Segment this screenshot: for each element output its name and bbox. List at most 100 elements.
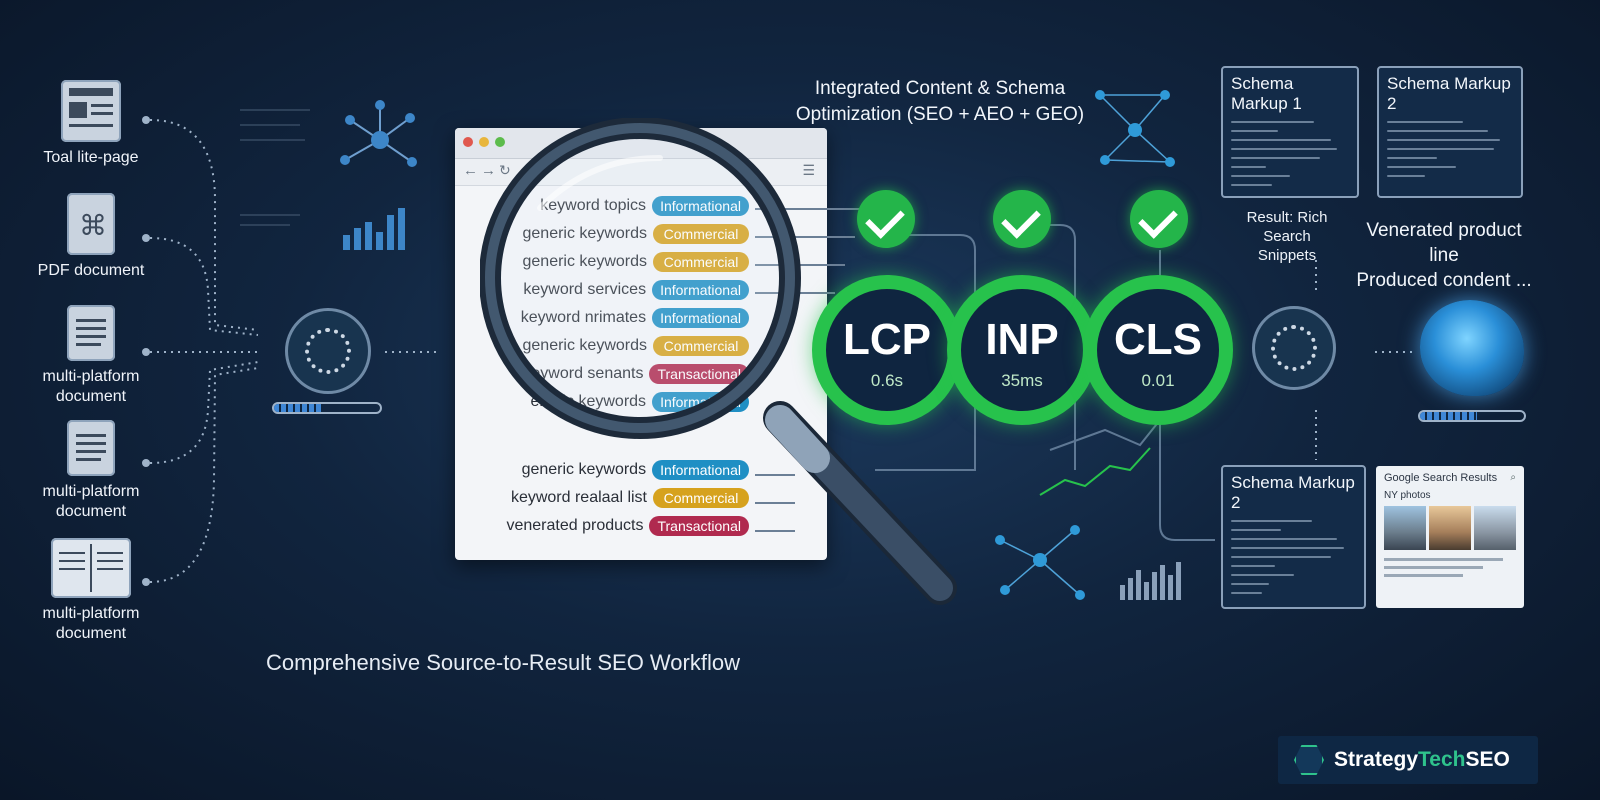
ai-processor-icon xyxy=(1252,306,1336,390)
intent-tag: Commercial xyxy=(653,224,749,244)
intent-tag: Informational xyxy=(652,280,749,300)
brain-icon xyxy=(1420,300,1524,396)
keyword-row: generic keywords Commercial xyxy=(523,250,749,274)
intent-tag: Commercial xyxy=(653,252,749,272)
heading-line-2: Optimization (SEO + AEO + GEO) xyxy=(795,104,1085,125)
intent-tag: Commercial xyxy=(653,336,749,356)
venerated-line-1: Venerated product line xyxy=(1366,220,1522,266)
schema-title: Schema Markup 1 xyxy=(1231,74,1302,113)
metric-inp: INP 35ms xyxy=(947,275,1097,425)
google-subtitle: NY photos xyxy=(1384,490,1431,501)
search-icon[interactable]: ⌕ xyxy=(1510,472,1516,483)
document-icon xyxy=(67,420,115,476)
keyword-row: keyword topics Informational xyxy=(540,194,749,218)
rich-snippets-label: Result: Rich Search Snippets xyxy=(1246,209,1328,264)
check-icon xyxy=(993,190,1051,248)
keyword-row: keyword services Informational xyxy=(523,278,749,302)
source-label: multi-platform document xyxy=(42,483,140,520)
keyword-text: generic keywords xyxy=(521,461,647,478)
optimization-heading: Integrated Content & Schema Optimization… xyxy=(795,76,1085,128)
webpage-icon xyxy=(61,80,121,142)
source-label: PDF document xyxy=(37,262,145,279)
keyword-text: generic keywords xyxy=(523,337,648,355)
close-dot[interactable] xyxy=(463,137,473,147)
source-label: multi-platform document xyxy=(42,605,140,642)
keyword-row: venerated products Transactional xyxy=(506,514,749,538)
schema-markup-2: Schema Markup 2 xyxy=(1377,66,1523,198)
source-label: Toal lite-page xyxy=(43,149,139,166)
metric-name: LCP xyxy=(843,315,931,364)
progress-fill xyxy=(1420,412,1478,420)
keyword-text: keyword nrimates xyxy=(521,309,646,327)
city-photo[interactable] xyxy=(1384,506,1426,550)
brand-badge[interactable]: StrategyTechSEO xyxy=(1278,736,1538,784)
source-book: multi-platform document xyxy=(16,538,166,644)
schema-markup-1: Schema Markup 1 xyxy=(1221,66,1359,198)
venerated-product-text: Venerated product line Produced condent … xyxy=(1354,218,1534,293)
minimize-dot[interactable] xyxy=(479,137,489,147)
source-webpage: Toal lite-page xyxy=(16,80,166,168)
intent-tag: Transactional xyxy=(649,364,749,384)
progress-bar-left xyxy=(272,402,382,414)
schema-title: Schema Markup 2 xyxy=(1231,473,1355,512)
menu-icon[interactable]: ☰ xyxy=(802,162,815,178)
intent-tag: Transactional xyxy=(649,516,749,536)
kw-connector xyxy=(755,502,795,504)
forward-arrow-icon[interactable]: → xyxy=(481,162,496,179)
kw-connector xyxy=(755,208,875,210)
book-icon xyxy=(51,538,131,598)
keyword-text: generic keywords xyxy=(523,253,648,271)
heading-line-1: Integrated Content & Schema xyxy=(814,78,1066,99)
check-icon xyxy=(857,190,915,248)
magnifier-icon xyxy=(480,118,957,605)
schema-title: Schema Markup 2 xyxy=(1387,74,1511,113)
metric-cls: CLS 0.01 xyxy=(1083,275,1233,425)
keyword-row: keyword nrimates Informational xyxy=(521,306,749,330)
metric-value: 0.01 xyxy=(1141,371,1175,390)
intent-tag: Informational xyxy=(652,308,749,328)
keyword-row: generic keywords Informational xyxy=(522,458,749,482)
ai-processor-icon xyxy=(285,308,371,394)
pdf-icon: ⌘ xyxy=(67,193,115,255)
progress-bar-right xyxy=(1418,410,1526,422)
keyword-row: generic keywords Commercial xyxy=(523,222,749,246)
document-icon xyxy=(67,305,115,361)
keyword-text: keyword realaal list xyxy=(510,489,647,506)
check-icon xyxy=(1130,190,1188,248)
keyword-row: keyword senants Transactional xyxy=(523,362,749,386)
metric-lcp: LCP 0.6s xyxy=(812,275,962,425)
source-document-2: multi-platform document xyxy=(16,420,166,522)
venerated-line-2: Produced condent ... xyxy=(1356,270,1532,291)
google-results-card: Google Search Results ⌕ NY photos xyxy=(1376,466,1524,608)
city-photo[interactable] xyxy=(1429,506,1471,550)
metric-name: CLS xyxy=(1114,315,1202,364)
progress-fill xyxy=(274,404,322,412)
metric-value: 35ms xyxy=(1001,371,1043,390)
source-document-1: multi-platform document xyxy=(16,305,166,407)
keyword-text: venerated products xyxy=(506,517,644,534)
metric-name: INP xyxy=(985,315,1059,364)
reload-icon[interactable]: ↻ xyxy=(499,162,511,178)
photo-row xyxy=(1384,506,1516,550)
intent-tag: Commercial xyxy=(653,488,749,508)
keyword-text: keyword topics xyxy=(540,197,646,215)
kw-connector xyxy=(755,530,795,532)
kw-connector xyxy=(755,236,855,238)
keyword-text: keyword senants xyxy=(523,365,643,383)
google-title: Google Search Results xyxy=(1384,472,1498,484)
keyword-row: generic keywords Commercial xyxy=(523,334,749,358)
city-photo[interactable] xyxy=(1474,506,1516,550)
intent-tag: Informational xyxy=(652,460,749,480)
workflow-title: Comprehensive Source-to-Result SEO Workf… xyxy=(266,650,740,675)
keyword-row: keyword realaal list Commercial xyxy=(511,486,749,510)
source-label: multi-platform document xyxy=(42,368,140,405)
keyword-text: keyword services xyxy=(523,281,646,299)
brand-logo-icon xyxy=(1294,745,1324,775)
maximize-dot[interactable] xyxy=(495,137,505,147)
intent-tag: Informational xyxy=(652,196,749,216)
back-arrow-icon[interactable]: ← xyxy=(463,162,478,179)
source-pdf: ⌘ PDF document xyxy=(16,193,166,281)
kw-connector xyxy=(755,474,795,476)
keyword-text: generic keywords xyxy=(523,225,648,243)
